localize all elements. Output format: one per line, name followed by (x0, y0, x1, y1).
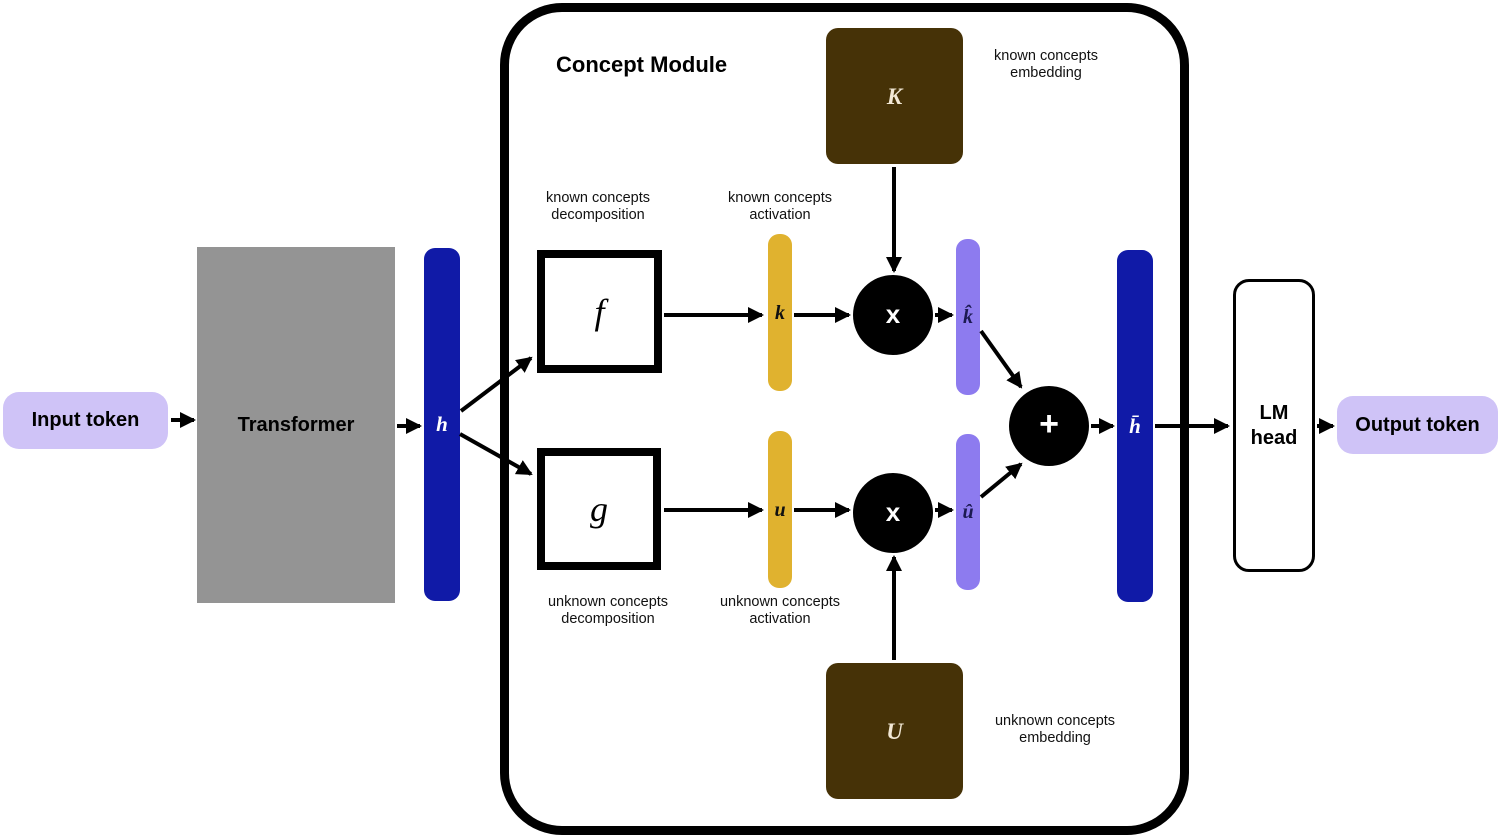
add-label: + (1039, 405, 1059, 443)
unknown-concepts-activation-annotation: unknown concepts activation (719, 594, 841, 628)
known-decomposition-box: f (537, 250, 662, 373)
unknown-activation-bar: u (768, 431, 792, 588)
concept-module-title: Concept Module (556, 52, 728, 77)
transformer-label: Transformer (237, 413, 355, 436)
unknown-reconstruction-bar: û (956, 434, 980, 590)
input-token-label: Input token (31, 409, 140, 431)
multiply-top-circle: x (853, 275, 933, 355)
unknown-embedding-box: U (826, 663, 963, 799)
known-embedding-box: K (826, 28, 963, 164)
concept-module-frame (500, 3, 1189, 835)
hidden-state-bar: h (424, 248, 460, 601)
unknown-decomposition-label: g (590, 489, 608, 529)
output-token-node: Output token (1337, 396, 1498, 454)
hidden-state-label: h (436, 412, 448, 436)
unknown-decomposition-box: g (537, 448, 661, 570)
known-decomposition-label: f (594, 291, 605, 332)
known-concepts-decomposition-annotation: known concepts decomposition (546, 190, 650, 224)
combined-hidden-state-bar: h̄ (1117, 250, 1153, 602)
unknown-concepts-decomposition-annotation: unknown concepts decomposition (547, 594, 669, 628)
lm-head-node: LM head (1233, 279, 1315, 572)
add-circle: + (1009, 386, 1089, 466)
output-token-label: Output token (1355, 413, 1480, 436)
lm-head-label: LM head (1250, 401, 1298, 449)
known-reconstruction-bar: k̂ (956, 239, 980, 395)
multiply-bottom-label: x (885, 496, 901, 527)
known-reconstruction-label: k̂ (963, 306, 973, 328)
known-activation-bar: k (768, 234, 792, 391)
known-concepts-embedding-annotation: known concepts embedding (994, 48, 1098, 82)
known-concepts-activation-annotation: known concepts activation (728, 190, 832, 224)
unknown-reconstruction-label: û (962, 501, 974, 523)
multiply-bottom-circle: x (853, 473, 933, 553)
known-embedding-label: K (886, 83, 903, 109)
transformer-node: Transformer (197, 247, 395, 603)
combined-hidden-state-label: h̄ (1129, 413, 1141, 438)
unknown-concepts-embedding-annotation: unknown concepts embedding (994, 713, 1116, 747)
unknown-embedding-label: U (886, 718, 903, 744)
known-activation-label: k (775, 301, 785, 324)
unknown-activation-label: u (774, 498, 786, 521)
input-token-node: Input token (3, 392, 168, 449)
multiply-top-label: x (885, 298, 901, 329)
